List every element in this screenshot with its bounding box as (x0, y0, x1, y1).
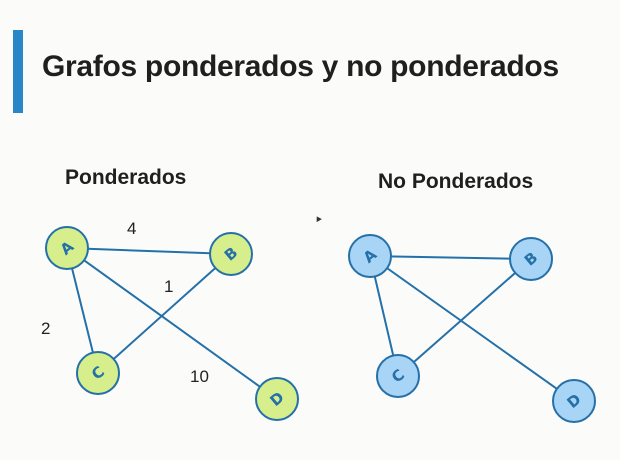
weighted-edge-b-c (97, 253, 232, 374)
unweighted-node-a: A (348, 234, 392, 278)
unweighted-edge-b-c (397, 258, 532, 377)
unweighted-graph: A B C D (348, 234, 596, 423)
unweighted-edge-a-b (369, 255, 532, 260)
weight-label-b-c: 1 (164, 277, 173, 296)
weight-label-a-b: 4 (127, 219, 136, 238)
weighted-graph: 4 2 1 10 A B C D (41, 219, 299, 421)
title-accent-bar (13, 30, 23, 113)
weighted-graph-label: Ponderados (65, 166, 187, 189)
weighted-node-c: C (76, 351, 120, 395)
slide-title: Grafos ponderados y no ponderados (42, 50, 559, 83)
weight-label-a-c: 2 (41, 319, 50, 338)
unweighted-node-b: B (509, 237, 553, 281)
weighted-edge-a-d (66, 247, 278, 400)
unweighted-node-d: D (552, 379, 596, 423)
weighted-edge-a-b (66, 247, 232, 255)
weighted-node-b: B (209, 232, 253, 276)
weighted-node-a: A (45, 226, 89, 270)
weighted-node-d: D (255, 377, 299, 421)
unweighted-edge-a-d (369, 255, 575, 402)
unweighted-graph-label: No Ponderados (378, 170, 534, 193)
unweighted-node-c: C (376, 354, 420, 398)
weight-label-a-d: 10 (190, 367, 209, 386)
